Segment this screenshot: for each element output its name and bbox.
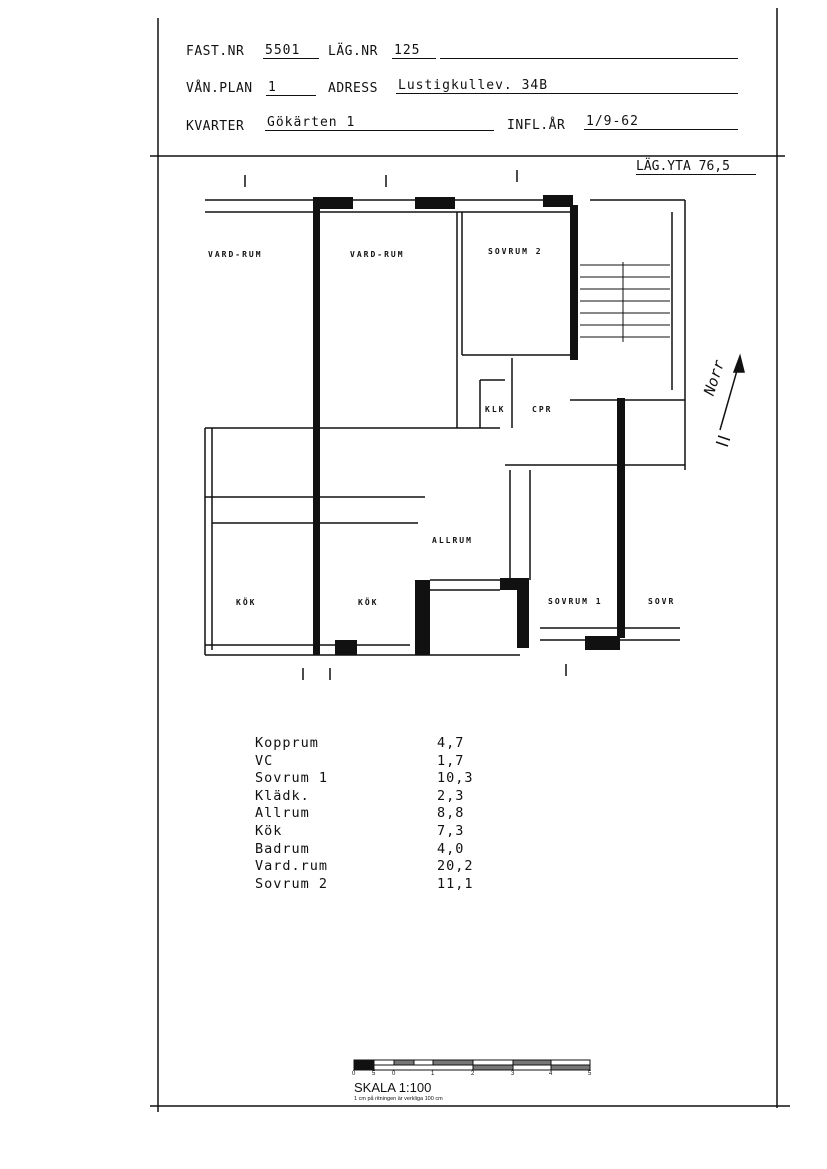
room-kok-left: KÖK xyxy=(236,598,257,607)
scale-tick: 2 xyxy=(471,1071,475,1077)
table-row: Sovrum 1 10,3 xyxy=(255,770,474,788)
room-area: 7,3 xyxy=(437,822,465,839)
scale-tick: 5 xyxy=(372,1071,376,1077)
table-row: Klädk. 2,3 xyxy=(255,788,474,806)
van-plan-label: VÅN.PLAN xyxy=(186,81,253,96)
room-name: Vard.rum xyxy=(255,858,329,875)
room-area: 8,8 xyxy=(437,805,465,822)
scale-note: 1 cm på ritningen är verkliga 100 cm xyxy=(354,1096,443,1102)
adress-value: Lustigkullev. 34B xyxy=(396,78,738,94)
room-allrum: ALLRUM xyxy=(432,536,473,545)
room-area: 4,7 xyxy=(437,735,465,751)
scale-tick: 3 xyxy=(511,1071,515,1077)
north-arrow-icon xyxy=(715,353,745,447)
room-area: 1,7 xyxy=(437,752,465,769)
fast-nr-value: 5501 xyxy=(263,43,319,59)
scale-title: SKALA 1:100 xyxy=(354,1080,432,1095)
kvarter-value: Gökärten 1 xyxy=(265,115,494,131)
room-vardrum-b: VARD-RUM xyxy=(350,250,405,259)
room-cpr: CPR xyxy=(532,405,553,414)
blank-field-line xyxy=(440,58,738,59)
lag-yta-label: LÄG.YTA xyxy=(636,159,691,174)
room-name: Allrum xyxy=(255,805,310,822)
room-name: Badrum xyxy=(255,840,310,857)
room-area: 11,1 xyxy=(437,875,474,892)
table-row: Allrum 8,8 xyxy=(255,805,474,823)
plan-walls xyxy=(204,199,686,656)
room-kok-right: KÖK xyxy=(358,598,379,607)
table-row: VC 1,7 xyxy=(255,753,474,771)
table-row: Kök 7,3 xyxy=(255,823,474,841)
scale-bar xyxy=(353,1059,591,1071)
table-row: Badrum 4,0 xyxy=(255,841,474,859)
frame xyxy=(150,8,790,1112)
room-klk: KLK xyxy=(485,405,506,414)
table-row: Sovrum 2 11,1 xyxy=(255,876,474,894)
table-row: Kopprum 4,7 xyxy=(255,735,474,753)
scale-tick: 5 xyxy=(588,1071,592,1077)
scale-tick: 0 xyxy=(392,1071,396,1077)
lag-yta: LÄG.YTA 76,5 xyxy=(636,159,756,175)
room-name: Sovrum 2 xyxy=(255,875,329,892)
table-row: Vard.rum 20,2 xyxy=(255,858,474,876)
fast-nr-label: FAST.NR xyxy=(186,44,245,59)
thick-walls xyxy=(313,195,625,655)
room-sovrum-2: SOVRUM 2 xyxy=(488,247,543,256)
adress-label: ADRESS xyxy=(328,81,378,96)
infl-ar-value: 1/9-62 xyxy=(584,114,738,130)
room-area: 2,3 xyxy=(437,787,465,804)
window-markers xyxy=(244,170,567,680)
stairs xyxy=(580,262,670,342)
room-sovrum-1: SOVRUM 1 xyxy=(548,597,603,606)
infl-ar-label: INFL.ÅR xyxy=(507,118,566,133)
room-name: Kopprum xyxy=(255,735,319,751)
room-area: 10,3 xyxy=(437,770,474,787)
room-vardrum-a: VARD-RUM xyxy=(208,250,263,259)
lag-yta-value: 76,5 xyxy=(698,159,730,174)
lag-nr-label: LÄG.NR xyxy=(328,44,378,59)
room-name: Sovrum 1 xyxy=(255,770,329,787)
scale-tick: 4 xyxy=(549,1071,553,1077)
scale-tick: 0 xyxy=(352,1071,356,1077)
room-sovr: SOVR xyxy=(648,597,676,606)
room-name: VC xyxy=(255,752,274,769)
scale-tick: 1 xyxy=(431,1071,435,1077)
lag-nr-value: 125 xyxy=(392,43,436,59)
van-plan-value: 1 xyxy=(266,80,316,96)
kvarter-label: KVARTER xyxy=(186,119,245,134)
room-name: Klädk. xyxy=(255,787,310,804)
room-area: 4,0 xyxy=(437,840,465,857)
room-area: 20,2 xyxy=(437,858,474,875)
room-name: Kök xyxy=(255,822,283,839)
